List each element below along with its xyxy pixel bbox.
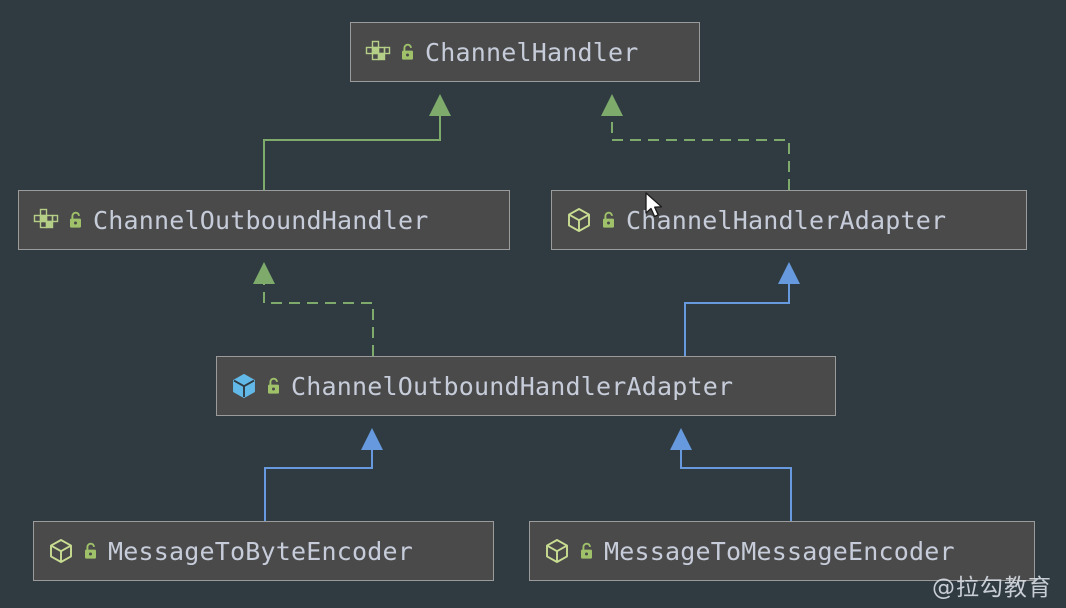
class-node-label: ChannelHandler bbox=[425, 37, 639, 67]
class-node-channel-handler-adapter[interactable]: ChannelHandlerAdapter bbox=[551, 190, 1027, 250]
arrowhead-implements bbox=[253, 262, 275, 284]
class-node-label: MessageToMessageEncoder bbox=[604, 536, 955, 566]
unlocked-padlock-icon bbox=[579, 541, 595, 561]
arrowhead-extends bbox=[670, 428, 692, 450]
arrowhead-extends bbox=[361, 428, 383, 450]
arrowhead-extends bbox=[778, 262, 800, 284]
class-node-channel-outbound-handler-adapter[interactable]: ChannelOutboundHandlerAdapter bbox=[216, 356, 836, 416]
unlocked-padlock-icon bbox=[400, 42, 416, 62]
class-node-label: ChannelOutboundHandlerAdapter bbox=[291, 371, 734, 401]
interface-icon bbox=[33, 207, 59, 233]
edge-extends-message-to-byte-encoder-to-channel-outbound-handler-adapter bbox=[264, 428, 383, 521]
unlocked-padlock-icon bbox=[601, 210, 617, 230]
class-node-label: MessageToByteEncoder bbox=[108, 536, 414, 566]
abstract-class-icon bbox=[48, 538, 74, 564]
class-node-label: ChannelOutboundHandler bbox=[93, 205, 429, 235]
class-node-message-to-byte-encoder[interactable]: MessageToByteEncoder bbox=[33, 521, 494, 581]
class-node-channel-outbound-handler[interactable]: ChannelOutboundHandler bbox=[18, 190, 510, 250]
arrowhead-extends bbox=[429, 94, 451, 116]
edge-extends-message-to-message-encoder-to-channel-outbound-handler-adapter bbox=[670, 428, 792, 521]
unlocked-padlock-icon bbox=[83, 541, 99, 561]
arrowhead-implements bbox=[601, 94, 623, 116]
edge-implements-channel-handler-adapter-to-channel-handler bbox=[601, 94, 790, 190]
unlocked-padlock-icon bbox=[68, 210, 84, 230]
interface-icon bbox=[365, 39, 391, 65]
class-node-message-to-message-encoder[interactable]: MessageToMessageEncoder bbox=[529, 521, 1035, 581]
abstract-class-icon bbox=[544, 538, 570, 564]
abstract-class-icon bbox=[566, 207, 592, 233]
unlocked-padlock-icon bbox=[266, 376, 282, 396]
edge-extends-channel-outbound-handler-to-channel-handler bbox=[263, 94, 451, 190]
class-node-label: ChannelHandlerAdapter bbox=[626, 205, 947, 235]
edge-extends-channel-outbound-handler-adapter-to-channel-handler-adapter bbox=[684, 262, 800, 356]
class-node-channel-handler[interactable]: ChannelHandler bbox=[350, 22, 700, 82]
edge-implements-channel-outbound-handler-adapter-to-channel-outbound-handler bbox=[253, 262, 374, 356]
class-icon bbox=[231, 373, 257, 399]
